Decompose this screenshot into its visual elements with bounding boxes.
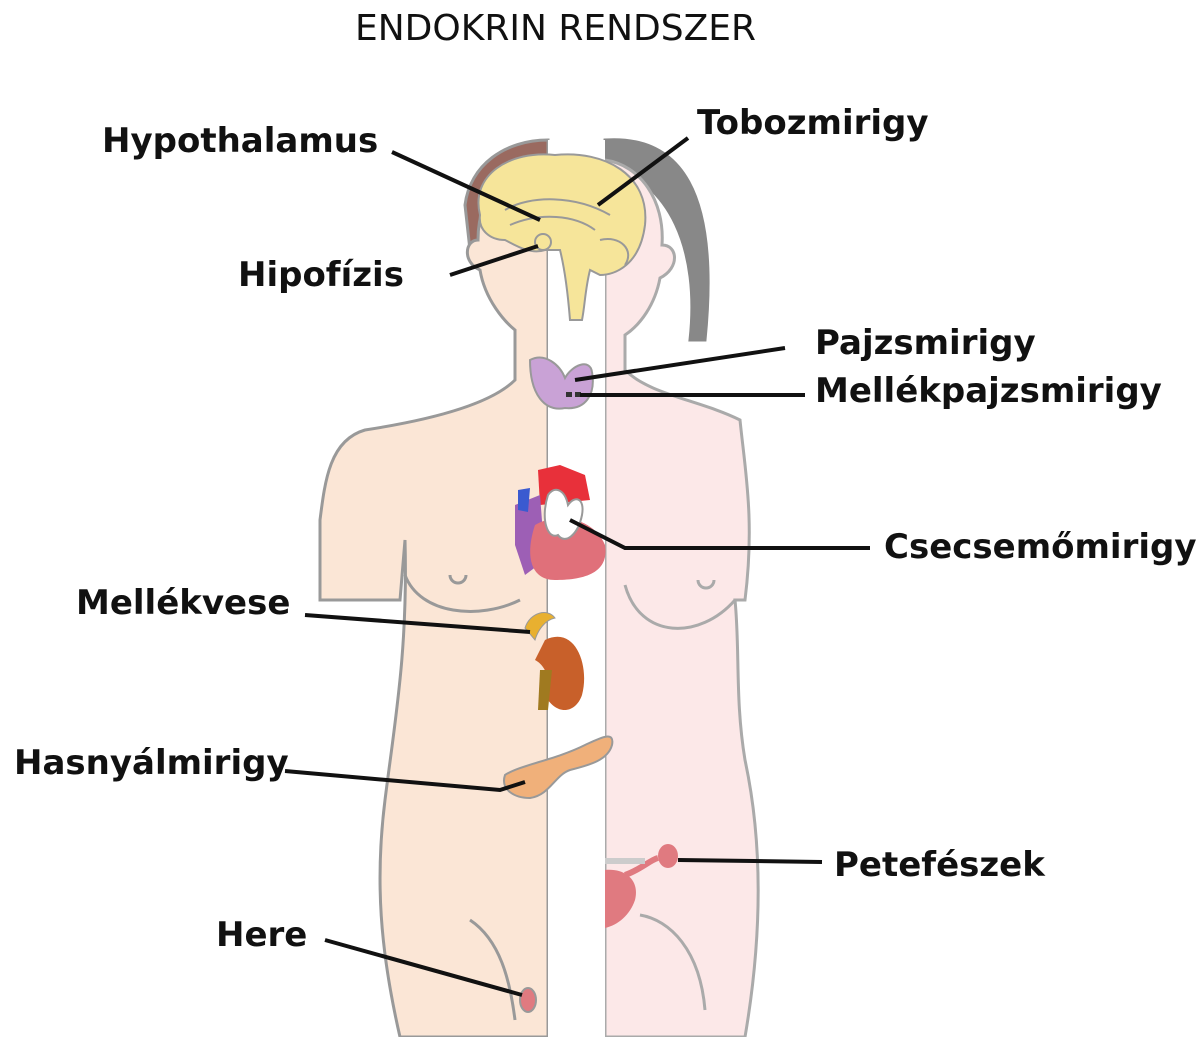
label-here: Here bbox=[216, 918, 307, 952]
parathyroid-1 bbox=[566, 392, 572, 397]
ovary bbox=[658, 844, 678, 868]
label-csecsemomirigy: Csecsemőmirigy bbox=[884, 530, 1197, 564]
testis bbox=[520, 988, 536, 1012]
pelvis-band bbox=[605, 858, 645, 864]
label-hipofizis: Hipofízis bbox=[238, 258, 404, 292]
label-mellekvese: Mellékvese bbox=[76, 586, 290, 620]
label-petefeszek: Petefészek bbox=[834, 848, 1045, 882]
label-mellekpajzsmirigy: Mellékpajzsmirigy bbox=[815, 374, 1162, 408]
leader-petefeszek bbox=[678, 860, 822, 862]
diagram-title: ENDOKRIN RENDSZER bbox=[355, 8, 756, 49]
label-tobozmirigy: Tobozmirigy bbox=[697, 106, 929, 140]
label-hasnyalmirigy: Hasnyálmirigy bbox=[14, 746, 289, 780]
label-hypothalamus: Hypothalamus bbox=[102, 124, 378, 158]
label-pajzsmirigy: Pajzsmirigy bbox=[815, 326, 1036, 360]
heart-blue bbox=[518, 488, 530, 512]
